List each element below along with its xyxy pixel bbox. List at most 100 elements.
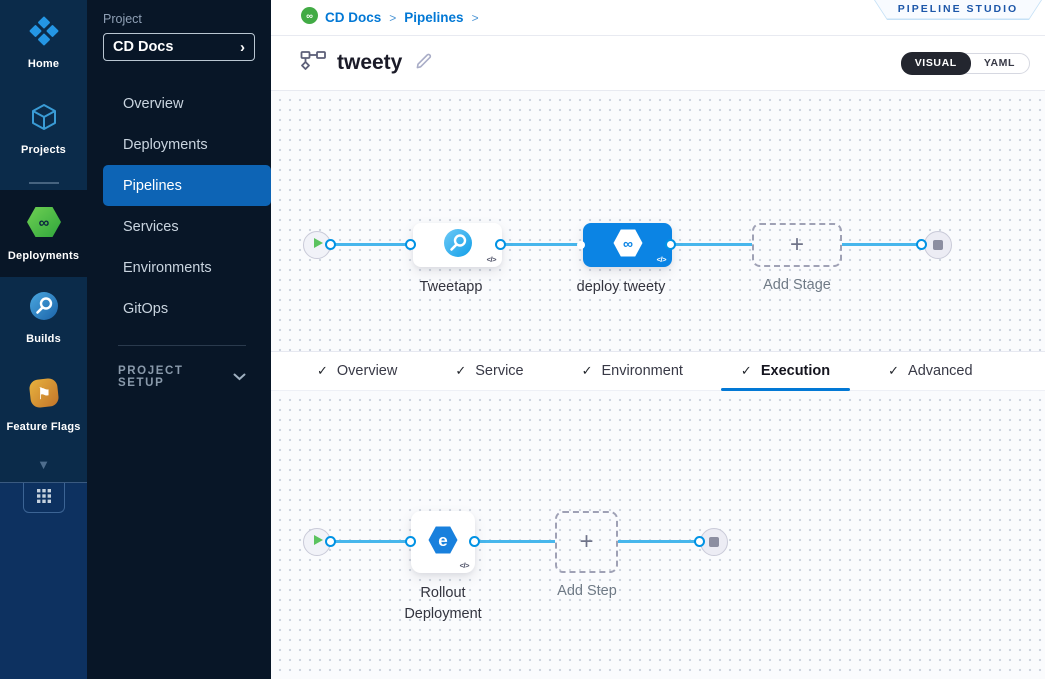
stage-code-icon[interactable]: </> [486, 255, 497, 264]
stage-link-line [501, 243, 581, 246]
tab-overview[interactable]: ✓ Overview [297, 352, 417, 390]
tab-execution[interactable]: ✓ Execution [720, 352, 851, 391]
tab-environment[interactable]: ✓ Environment [562, 352, 703, 390]
stage-node-tweetapp[interactable]: </> [413, 223, 502, 267]
stage-link-line [331, 243, 411, 246]
visual-toggle-button[interactable]: VISUAL [900, 51, 971, 75]
execution-canvas[interactable]: e </> + Rollout Deployment Add Step [271, 391, 1045, 679]
grid-icon [36, 489, 51, 506]
connector-point[interactable] [325, 536, 336, 547]
yaml-toggle-button[interactable]: YAML [983, 57, 1015, 69]
chevron-right-icon: › [240, 38, 245, 56]
connector-point[interactable] [325, 239, 336, 250]
project-setup-toggle[interactable]: PROJECT SETUP [118, 365, 246, 389]
sidebar-item-services[interactable]: Services [87, 206, 271, 247]
deployments-icon: ∞ [26, 206, 62, 243]
stage-label[interactable]: deploy tweety [576, 279, 666, 295]
svg-text:∞: ∞ [623, 235, 633, 251]
rollout-deployment-icon: e [427, 525, 459, 560]
project-setup-label: PROJECT SETUP [118, 365, 184, 389]
pipeline-title: tweety [337, 51, 403, 74]
check-icon: ✓ [740, 363, 752, 378]
connector-point[interactable] [495, 239, 506, 250]
add-step-label[interactable]: Add Step [557, 583, 617, 599]
svg-text:e: e [438, 531, 447, 550]
rail-divider [28, 182, 59, 184]
connector-point[interactable] [469, 536, 480, 547]
breadcrumb: ∞ CD Docs > Pipelines > [271, 0, 1045, 36]
tab-label: Execution [760, 363, 831, 379]
rail-item-home[interactable]: Home [0, 8, 87, 78]
add-stage-label[interactable]: Add Stage [763, 277, 831, 293]
feature-flags-icon: ⚑ [28, 377, 60, 414]
sidebar-item-label: Overview [123, 95, 184, 112]
add-stage-button[interactable]: + [752, 223, 842, 267]
pencil-icon [415, 51, 434, 75]
breadcrumb-pipelines-link[interactable]: Pipelines [404, 10, 464, 25]
pipeline-studio-badge-text: PIPELINE STUDIO [875, 0, 1041, 19]
pipeline-end-node[interactable] [924, 231, 952, 259]
sidebar-item-gitops[interactable]: GitOps [87, 288, 271, 329]
ci-build-stage-icon [443, 228, 473, 263]
step-link-line [331, 540, 411, 543]
stage-config-tabs: ✓ Overview ✓ Service ✓ Environment ✓ Exe… [271, 351, 1045, 391]
sidebar-item-label: Services [123, 218, 179, 235]
breadcrumb-separator: > [389, 10, 397, 25]
rail-bottom-panel [0, 482, 87, 679]
connector-point[interactable] [665, 239, 676, 250]
step-node-rollout-deployment[interactable]: e </> [411, 511, 475, 573]
tab-label: Environment [601, 363, 683, 379]
rail-item-projects[interactable]: Projects [0, 94, 87, 164]
connector-point [577, 241, 585, 249]
plus-icon: + [789, 231, 804, 258]
check-icon: ✓ [888, 363, 900, 378]
rail-item-feature-flags[interactable]: ⚑ Feature Flags [0, 369, 87, 441]
step-link-line [475, 540, 555, 543]
rail-item-label: Home [27, 58, 60, 70]
sidebar-item-label: GitOps [123, 300, 169, 317]
rail-more-chevron-down-icon[interactable]: ▼ [37, 457, 50, 472]
home-icon [29, 16, 59, 51]
stop-icon [933, 240, 943, 250]
svg-text:∞: ∞ [38, 215, 49, 232]
edit-pipeline-button[interactable] [415, 51, 434, 75]
visual-yaml-toggle: VISUAL YAML [900, 51, 1030, 75]
sidebar-item-pipelines[interactable]: Pipelines [103, 165, 271, 206]
tab-label: Advanced [908, 363, 973, 379]
stage-canvas[interactable]: </> ∞ </> + Tweetapp deploy tweety Add S… [271, 91, 1045, 351]
step-label[interactable]: Rollout Deployment [404, 585, 482, 622]
svg-text:∞: ∞ [306, 11, 313, 22]
stage-label[interactable]: Tweetapp [419, 279, 483, 295]
rail-item-label: Builds [26, 333, 61, 345]
connector-point[interactable] [694, 536, 705, 547]
project-selector[interactable]: CD Docs › [103, 33, 255, 61]
stop-icon [709, 537, 719, 547]
sidebar-item-environments[interactable]: Environments [87, 247, 271, 288]
pipeline-flow-icon [300, 49, 326, 78]
project-sidebar: Project CD Docs › Overview Deployments P… [87, 0, 271, 679]
breadcrumb-separator: > [471, 10, 479, 25]
tab-service[interactable]: ✓ Service [435, 352, 543, 390]
module-grid-button[interactable] [22, 483, 65, 513]
rail-item-deployments[interactable]: ∞ Deployments [0, 190, 87, 277]
pipeline-title-row: tweety VISUAL YAML [271, 36, 1045, 91]
sidebar-item-label: Deployments [123, 136, 208, 153]
projects-icon [29, 102, 59, 137]
stage-node-deploy-tweety[interactable]: ∞ </> [583, 223, 672, 267]
step-code-icon[interactable]: </> [459, 561, 470, 570]
rail-item-label: Deployments [7, 250, 80, 262]
connector-point[interactable] [405, 239, 416, 250]
sidebar-item-deployments[interactable]: Deployments [87, 124, 271, 165]
tab-advanced[interactable]: ✓ Advanced [868, 352, 992, 390]
svg-text:⚑: ⚑ [36, 386, 50, 403]
connector-point[interactable] [405, 536, 416, 547]
stage-code-icon[interactable]: </> [656, 255, 667, 264]
add-step-button[interactable]: + [555, 511, 618, 573]
sidebar-item-overview[interactable]: Overview [87, 83, 271, 124]
rail-item-builds[interactable]: Builds [0, 283, 87, 353]
module-rail: Home Projects ∞ Deployments Builds ⚑ Fea… [0, 0, 87, 679]
breadcrumb-project-link[interactable]: CD Docs [325, 10, 382, 25]
connector-point[interactable] [916, 239, 927, 250]
tab-label: Overview [336, 363, 398, 379]
sidebar-item-label: Pipelines [123, 177, 182, 194]
